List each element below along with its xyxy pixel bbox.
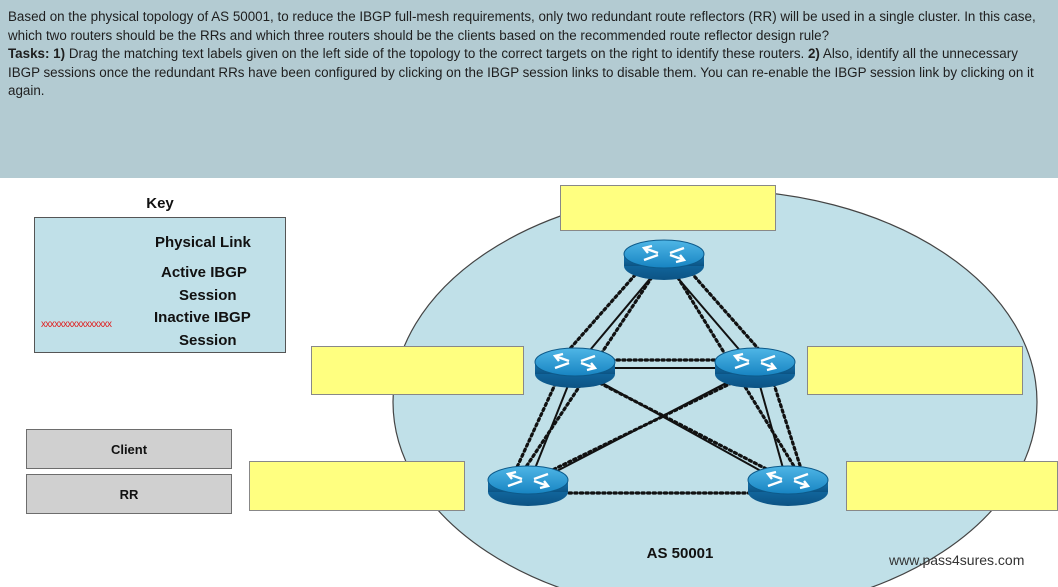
drag-label-rr[interactable]: RR <box>26 474 232 514</box>
key-active-label-1: Active IBGP <box>161 264 247 281</box>
tasks-label: Tasks: <box>8 46 50 61</box>
drop-target-bottom-left[interactable] <box>249 461 465 511</box>
step1-text: Drag the matching text labels given on t… <box>68 46 805 61</box>
drop-target-top[interactable] <box>560 185 776 231</box>
router-bottom-left[interactable] <box>487 465 569 506</box>
router-bottom-right[interactable] <box>747 465 829 506</box>
router-icon <box>505 470 551 490</box>
router-icon <box>552 352 598 372</box>
key-inactive-sample: xxxxxxxxxxxxxxxx <box>41 319 112 330</box>
key-active-label-2: Session <box>179 287 237 304</box>
router-icon <box>732 352 778 372</box>
ibgp-sessions <box>510 256 806 495</box>
as-label: AS 50001 <box>646 545 714 562</box>
router-right[interactable] <box>714 347 796 388</box>
instruction-panel: Based on the physical topology of AS 500… <box>0 0 1058 178</box>
question-text: Based on the physical topology of AS 500… <box>8 9 1036 43</box>
watermark: www.pass4sures.com <box>889 552 1025 568</box>
ibgp-session-left-bottomleft[interactable] <box>510 376 560 480</box>
ibgp-session-right-bottomright[interactable] <box>770 376 806 480</box>
step2-label: 2) <box>807 46 820 61</box>
drop-target-right[interactable] <box>807 346 1023 395</box>
router-left[interactable] <box>534 347 616 388</box>
drag-label-client[interactable]: Client <box>26 429 232 469</box>
key-legend <box>34 217 286 353</box>
ibgp-session-left-bottomright[interactable] <box>588 376 782 478</box>
drop-target-bottom-right[interactable] <box>846 461 1058 511</box>
ibgp-session-top-right[interactable] <box>678 258 772 364</box>
step1-label: 1) <box>53 46 66 61</box>
key-physical-label: Physical Link <box>155 234 251 251</box>
task-text: Tasks: 1) Drag the matching text labels … <box>8 45 1048 101</box>
key-inactive-label-2: Session <box>179 332 237 349</box>
router-icon <box>765 470 811 490</box>
router-top[interactable] <box>623 239 705 280</box>
key-inactive-label-1: Inactive IBGP <box>154 309 251 326</box>
key-title: Key <box>146 195 174 212</box>
step2-text: Also, identify all the unnecessary IBGP … <box>8 46 1034 98</box>
router-icon <box>641 244 687 264</box>
drop-target-left[interactable] <box>311 346 524 395</box>
ibgp-session-right-bottomleft[interactable] <box>538 376 744 478</box>
